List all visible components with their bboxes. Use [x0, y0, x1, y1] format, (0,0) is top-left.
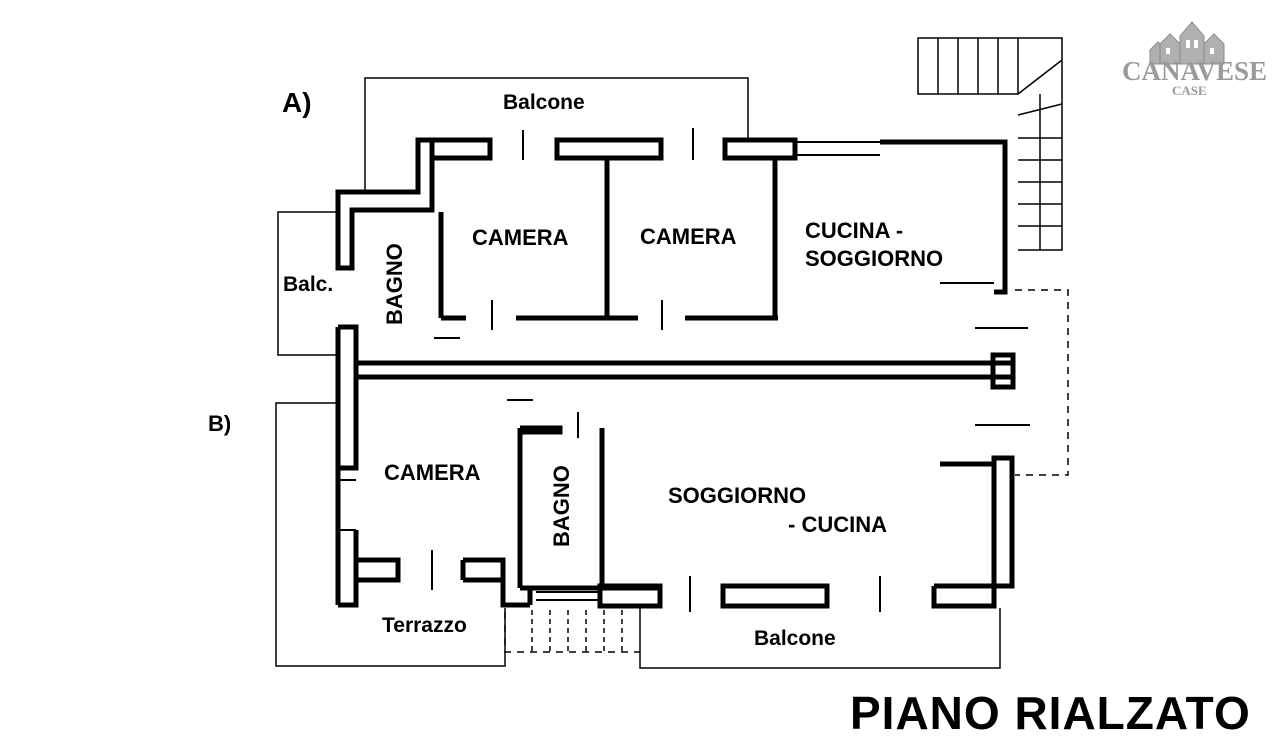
canavese-logo: CANAVESE CASE	[1120, 14, 1270, 100]
room-a-camera-1-label: CAMERA	[472, 225, 569, 250]
room-a-bagno-label: BAGNO	[382, 243, 407, 325]
section-a-label: A)	[282, 87, 312, 118]
balcony-outlines	[275, 77, 1001, 669]
room-b-soggiorno-line2-label: - CUCINA	[788, 512, 887, 537]
room-b-terrazzo-label: Terrazzo	[382, 614, 467, 637]
room-b-bagno-label: BAGNO	[549, 465, 574, 547]
room-b-camera-label: CAMERA	[384, 460, 481, 485]
walls-apartment-b	[335, 425, 1015, 609]
room-a-camera-2-label: CAMERA	[640, 224, 737, 249]
steps	[531, 610, 623, 652]
houses-icon	[1149, 21, 1225, 65]
room-a-balc-label: Balc.	[283, 273, 334, 296]
walls-apartment-a	[335, 137, 1016, 471]
floor-title: PIANO RIALZATO	[850, 687, 1251, 739]
room-a-cucina-line2-label: SOGGIORNO	[805, 246, 944, 271]
logo-name: CANAVESE	[1122, 56, 1268, 86]
room-b-soggiorno-line1-label: SOGGIORNO	[668, 483, 807, 508]
room-a-cucina-line1-label: CUCINA -	[805, 218, 904, 243]
doors-apartment-b	[431, 412, 881, 612]
staircase	[917, 37, 1063, 251]
logo-sub: CASE	[1172, 83, 1207, 98]
room-a-balcone-label: Balcone	[503, 91, 585, 114]
room-b-balcone-label: Balcone	[754, 627, 836, 650]
doors-apartment-a	[434, 128, 1030, 426]
dashed-outlines	[504, 289, 1069, 653]
section-b-label: B)	[208, 411, 232, 436]
